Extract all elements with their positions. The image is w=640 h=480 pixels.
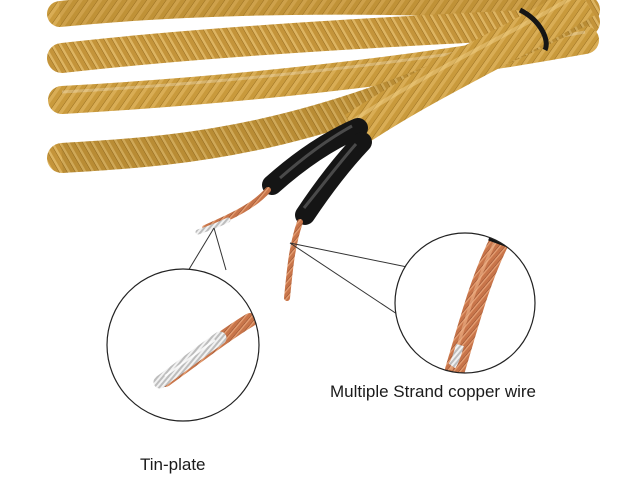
tin-plate-label: Tin-plate	[140, 455, 206, 474]
tin-magnifier	[106, 268, 260, 422]
insulated-cores	[262, 118, 372, 225]
copper-wire-label: Multiple Strand copper wire	[330, 382, 536, 401]
callout-lines	[187, 227, 413, 317]
cable-coil	[47, 0, 600, 173]
copper-wire-end	[284, 219, 303, 301]
copper-magnifier	[394, 232, 536, 374]
tin-plated-wire-end	[195, 187, 271, 235]
